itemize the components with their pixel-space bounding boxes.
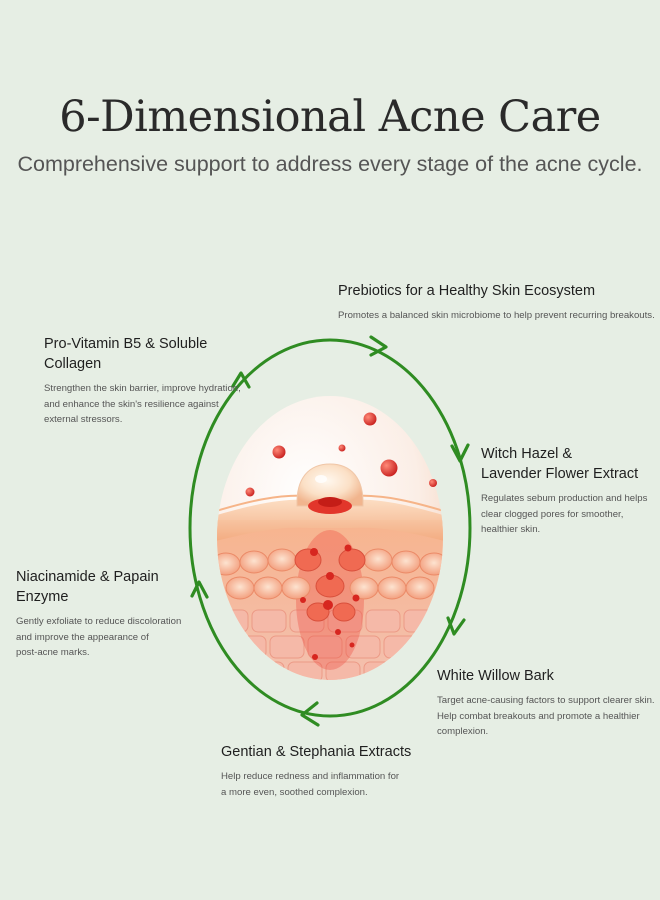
cycle-arrow-icon xyxy=(300,701,320,727)
ingredient-description: Regulates sebum production and helps cle… xyxy=(481,493,648,535)
cycle-arrow-icon xyxy=(450,443,470,463)
ingredient-description: Help reduce redness and inflammation for… xyxy=(221,771,400,798)
cycle-arrow-icon xyxy=(446,616,466,636)
cycle-arrow-icon xyxy=(369,335,388,357)
ingredient-white-willow-bark: White Willow Bark Target acne-causing fa… xyxy=(437,666,657,740)
cycle-arrow-icon xyxy=(231,371,251,389)
page-subtitle: Comprehensive support to address every s… xyxy=(17,152,643,176)
ingredient-pro-vitamin-b5: Pro-Vitamin B5 & Soluble Collagen Streng… xyxy=(44,334,259,428)
ingredient-title: Witch Hazel & Lavender Flower Extract xyxy=(481,446,639,482)
ingredient-niacinamide: Niacinamide & Papain Enzyme Gently exfol… xyxy=(16,567,196,661)
cycle-ring xyxy=(188,338,472,718)
ingredient-description: Promotes a balanced skin microbiome to h… xyxy=(338,310,655,321)
page-title: 6-Dimensional Acne Care xyxy=(59,92,601,142)
bacteria-icon xyxy=(245,412,437,497)
ingredient-description: Gently exfoliate to reduce discoloration… xyxy=(16,616,182,658)
ingredient-title: Niacinamide & Papain Enzyme xyxy=(16,569,159,605)
ingredient-gentian-stephania: Gentian & Stephania Extracts Help reduce… xyxy=(221,742,441,800)
ingredient-title: Prebiotics for a Healthy Skin Ecosystem xyxy=(338,283,596,299)
ingredient-title: White Willow Bark xyxy=(437,668,554,684)
cycle-arrow-icon xyxy=(190,580,209,599)
ingredient-witch-hazel: Witch Hazel & Lavender Flower Extract Re… xyxy=(481,444,656,538)
ingredient-title: Gentian & Stephania Extracts xyxy=(221,744,412,760)
skin-illustration xyxy=(217,396,443,680)
ingredient-description: Target acne-causing factors to support c… xyxy=(437,695,655,737)
ingredient-description: Strengthen the skin barrier, improve hyd… xyxy=(44,383,241,425)
ingredient-title: Pro-Vitamin B5 & Soluble Collagen xyxy=(44,336,208,372)
ingredient-prebiotics: Prebiotics for a Healthy Skin Ecosystem … xyxy=(338,281,656,324)
